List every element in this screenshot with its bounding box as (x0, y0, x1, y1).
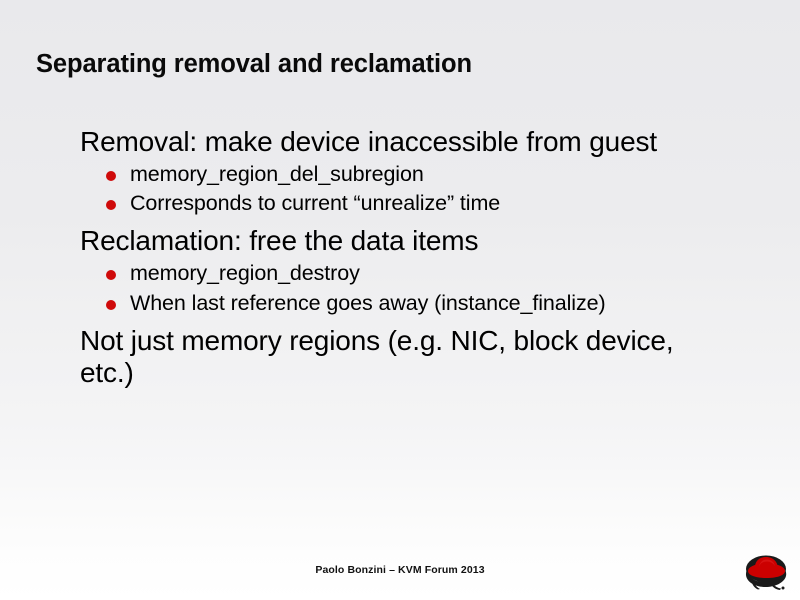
bullet-group: Removal: make device inaccessible from g… (36, 126, 766, 216)
bullet-item-label: Removal: make device inaccessible from g… (80, 126, 657, 157)
bullet-marker-icon (106, 200, 116, 211)
bullet-group: Reclamation: free the data items memory_… (36, 225, 766, 315)
bullet-marker-icon (106, 299, 116, 310)
bullet-item-label: memory_region_del_subregion (130, 161, 424, 186)
bullet-item-label: Corresponds to current “unrealize” time (130, 191, 501, 216)
bullet-item-level-1: Removal: make device inaccessible from g… (36, 126, 766, 158)
slide-footer: Paolo Bonzini – KVM Forum 2013 (315, 564, 485, 576)
bullet-item-level-2: Corresponds to current “unrealize” time (86, 191, 766, 216)
bullet-item-level-1: Reclamation: free the data items (36, 225, 766, 257)
bullet-list-level-2: memory_region_del_subregion Corresponds … (36, 162, 766, 217)
bullet-item-label: memory_region_destroy (130, 261, 360, 286)
bullet-list-level-1: Removal: make device inaccessible from g… (36, 126, 766, 389)
bullet-marker-icon (106, 170, 116, 181)
bullet-marker-icon (106, 270, 116, 281)
red-hat-shadowman-logo-icon (744, 552, 790, 592)
bullet-group: Not just memory regions (e.g. NIC, block… (36, 325, 766, 389)
bullet-item-level-2: memory_region_destroy (86, 261, 766, 286)
bullet-item-level-2: memory_region_del_subregion (86, 162, 766, 187)
bullet-item-label: When last reference goes away (instance_… (130, 290, 606, 315)
bullet-item-label: Reclamation: free the data items (80, 225, 479, 257)
bullet-list-level-2: memory_region_destroy When last referenc… (36, 261, 766, 316)
slide-body: Removal: make device inaccessible from g… (36, 126, 766, 390)
bullet-item-level-1: Not just memory regions (e.g. NIC, block… (36, 325, 720, 389)
slide-title: Separating removal and reclamation (36, 50, 472, 78)
bullet-item-label: Not just memory regions (e.g. NIC, block… (80, 324, 674, 388)
bullet-item-level-2: When last reference goes away (instance_… (86, 291, 766, 316)
